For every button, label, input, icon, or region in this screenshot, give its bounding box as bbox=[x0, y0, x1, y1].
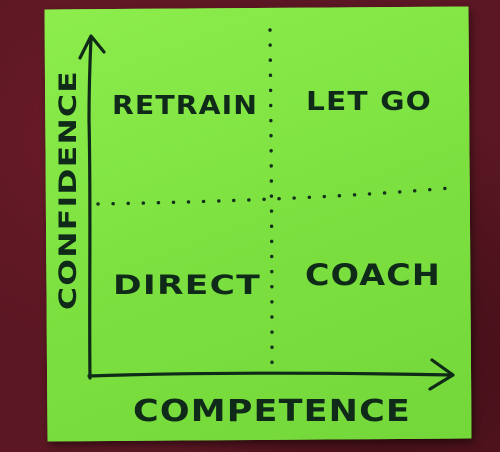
vertical-divider bbox=[268, 28, 274, 370]
y-axis-line bbox=[87, 36, 93, 380]
quadrant-label-coach: COACH bbox=[305, 258, 441, 292]
y-axis-label: CONFIDENCE bbox=[54, 70, 82, 310]
x-axis-label: COMPETENCE bbox=[133, 394, 411, 429]
x-axis-arrowhead bbox=[428, 358, 455, 391]
y-axis-arrowhead bbox=[78, 34, 106, 60]
quadrant-label-direct: DIRECT bbox=[113, 270, 261, 301]
quadrant-label-retrain: RETRAIN bbox=[112, 91, 258, 121]
horizontal-divider bbox=[96, 186, 452, 206]
x-axis-line bbox=[87, 371, 454, 378]
quadrant-label-let-go: LET GO bbox=[306, 87, 432, 117]
